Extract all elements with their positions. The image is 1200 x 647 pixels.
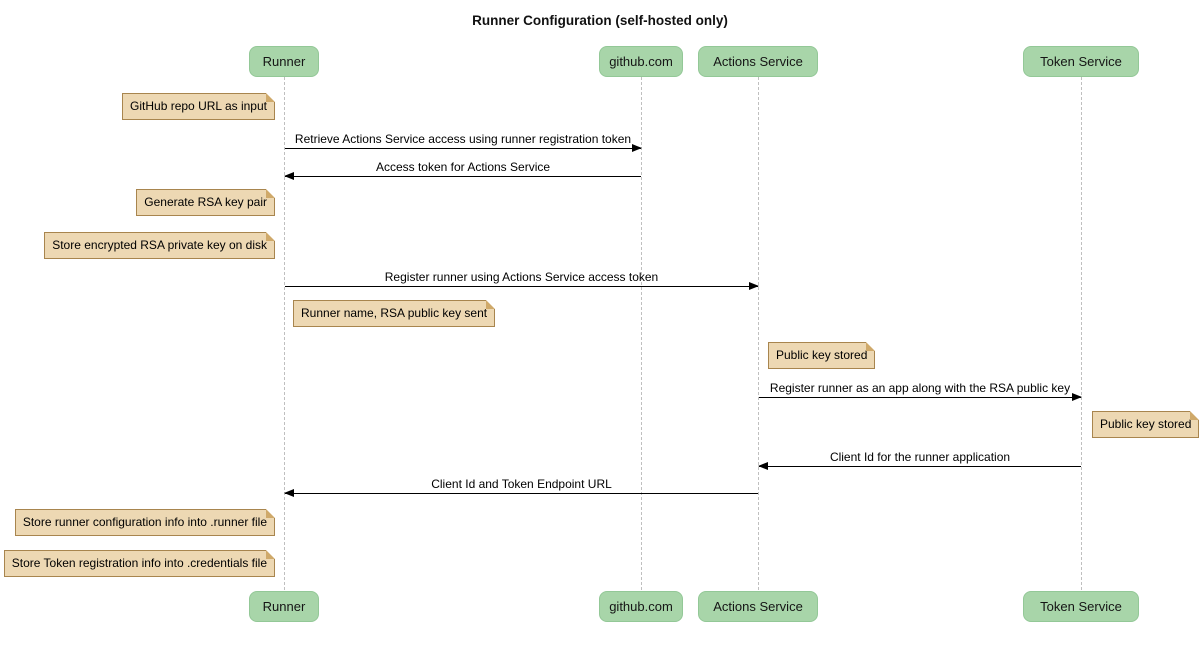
lifeline-actions-service: [758, 77, 759, 590]
note-store-private-key: Store encrypted RSA private key on disk: [44, 232, 275, 259]
note-github-repo-url: GitHub repo URL as input: [122, 93, 275, 120]
lifeline-token-service: [1081, 77, 1082, 590]
participant-runner-bottom: Runner: [249, 591, 319, 622]
message-label: Client Id for the runner application: [829, 450, 1011, 464]
note-store-runner-file: Store runner configuration info into .ru…: [14, 509, 276, 536]
arrowhead-right-icon: [749, 282, 759, 290]
note-store-credentials-file: Store Token registration info into .cred…: [3, 550, 276, 577]
diagram-title: Runner Configuration (self-hosted only): [472, 13, 728, 28]
note-public-key-stored-token: Public key stored: [1092, 411, 1200, 438]
message-line: [285, 148, 641, 149]
participant-actions-service-bottom: Actions Service: [698, 591, 818, 622]
message-label: Register runner using Actions Service ac…: [384, 270, 659, 284]
note-runner-name-sent: Runner name, RSA public key sent: [293, 300, 496, 327]
lifeline-github: [641, 77, 642, 590]
message-label: Client Id and Token Endpoint URL: [431, 477, 612, 491]
arrowhead-left-icon: [758, 462, 768, 470]
message-line: [759, 466, 1081, 467]
lifeline-runner: [284, 77, 285, 590]
arrowhead-left-icon: [284, 172, 294, 180]
arrowhead-right-icon: [632, 144, 642, 152]
message-label: Retrieve Actions Service access using ru…: [294, 132, 632, 146]
arrowhead-left-icon: [284, 489, 294, 497]
participant-runner-top: Runner: [249, 46, 319, 77]
participant-actions-service-top: Actions Service: [698, 46, 818, 77]
message-label: Access token for Actions Service: [375, 160, 551, 174]
note-public-key-stored-actions: Public key stored: [768, 342, 876, 369]
arrowhead-right-icon: [1072, 393, 1082, 401]
message-line: [759, 397, 1081, 398]
participant-github-top: github.com: [599, 46, 683, 77]
message-line: [285, 176, 641, 177]
note-generate-rsa: Generate RSA key pair: [136, 189, 275, 216]
message-line: [285, 493, 758, 494]
participant-token-service-top: Token Service: [1023, 46, 1139, 77]
message-label: Register runner as an app along with the…: [769, 381, 1071, 395]
participant-token-service-bottom: Token Service: [1023, 591, 1139, 622]
message-line: [285, 286, 758, 287]
participant-github-bottom: github.com: [599, 591, 683, 622]
